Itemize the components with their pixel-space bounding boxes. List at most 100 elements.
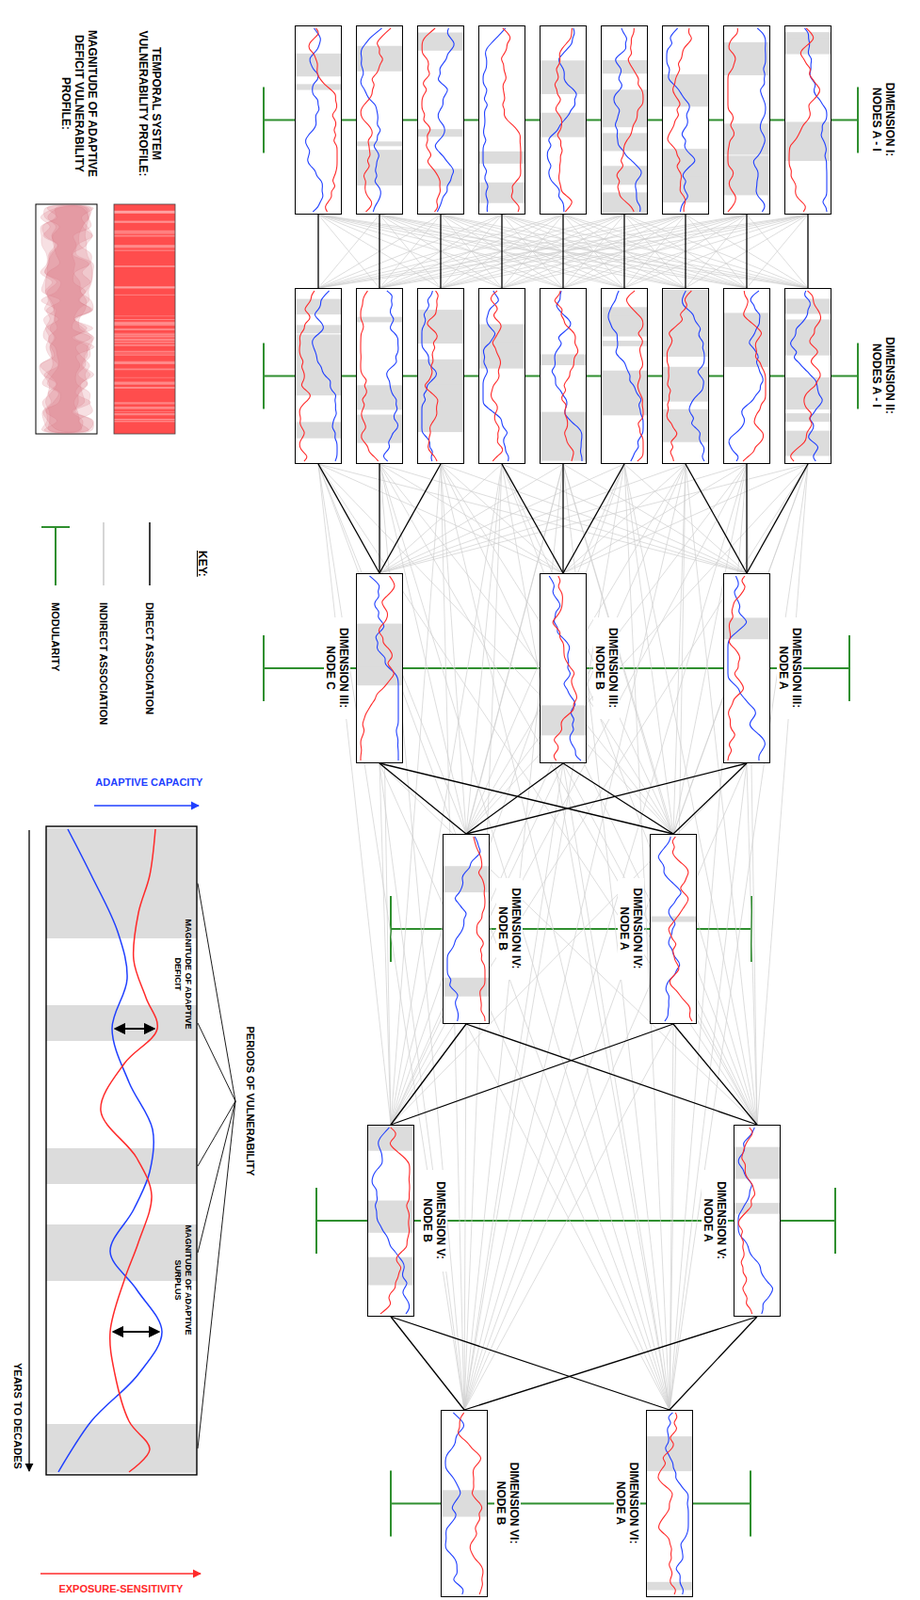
direct-association-line	[318, 464, 380, 574]
vulnerability-band	[539, 705, 587, 736]
adaptive-capacity-curve	[738, 1128, 774, 1315]
legend-sample	[41, 527, 70, 586]
vulnerability-band	[600, 192, 648, 214]
exposure-sensitivity-curve	[424, 290, 438, 462]
vulnerability-band	[478, 151, 526, 164]
exposure-sensitivity-curve	[490, 290, 502, 462]
direct-association-line	[501, 464, 564, 574]
legend-label: INDIRECT ASSOCIATION	[96, 602, 110, 726]
indirect-association-line	[318, 214, 564, 289]
indirect-association-line	[685, 464, 758, 1126]
direct-association-line	[684, 214, 686, 289]
vulnerability-band	[661, 415, 710, 443]
adaptive-capacity-curve	[447, 837, 481, 1022]
swatch-stripe	[113, 338, 176, 342]
swatch-stripe	[113, 210, 176, 213]
swatch-stripe	[113, 387, 176, 388]
plot-ground	[661, 288, 710, 465]
modularity-cap	[389, 1471, 392, 1538]
vulnerability-profile-box	[723, 288, 771, 465]
indirect-association-line	[318, 464, 758, 1126]
swatch-stripe	[113, 351, 176, 354]
indirect-association-line	[624, 214, 747, 289]
vulnerability-profile-box: DIMENSION IV: NODE B	[442, 834, 490, 1025]
vulnerability-profile-box	[478, 25, 526, 215]
swatch-stripe	[113, 287, 176, 290]
indirect-association-line	[624, 214, 747, 289]
indirect-association-line	[466, 464, 502, 835]
exposure-sensitivity-curve	[501, 28, 521, 212]
profile-plot	[661, 288, 710, 465]
indirect-association-line	[746, 214, 808, 289]
swatch-stripe	[113, 334, 176, 337]
adaptive-capacity-curve	[371, 1128, 410, 1315]
profile-plot	[539, 25, 587, 215]
indirect-association-line	[501, 214, 747, 289]
vulnerability-band	[440, 1490, 488, 1518]
profile-plot	[661, 25, 710, 215]
vulnerability-profile-box	[661, 25, 710, 215]
swatch-stripe	[113, 362, 176, 365]
diagram-label: EXPOSURE-SENSITIVITY	[59, 1583, 184, 1597]
swatch-stripe	[113, 230, 176, 233]
adaptive-capacity-curve	[728, 290, 763, 462]
indirect-association-line	[318, 214, 747, 289]
profile-plot	[733, 1125, 781, 1318]
profile-plot	[645, 1410, 694, 1598]
indirect-association-line	[318, 214, 808, 289]
axis-arrow	[40, 1573, 201, 1575]
direct-association-line	[466, 763, 747, 835]
direct-association-line	[746, 464, 808, 574]
swatch-stripe	[113, 355, 176, 356]
exposure-sensitivity-curve	[421, 28, 440, 212]
adaptive-capacity-curve	[383, 290, 399, 462]
indirect-association-line	[379, 464, 686, 574]
vulnerability-profile-box	[294, 25, 342, 215]
swatch-ground	[35, 204, 97, 435]
node-label: DIMENSION III: NODE C	[323, 617, 352, 720]
profile-plot	[355, 25, 404, 215]
profile-plot	[649, 834, 697, 1025]
indirect-association-line	[379, 214, 808, 289]
adaptive-capacity-curve	[551, 290, 582, 462]
legend-sample	[103, 522, 105, 586]
vulnerability-band	[367, 1201, 415, 1234]
profile-plot	[723, 288, 771, 465]
indirect-association-line	[440, 464, 670, 1411]
vulnerability-band	[46, 1424, 197, 1474]
indirect-association-line	[390, 464, 502, 1126]
node-label: DIMENSION V: NODE B	[420, 1170, 449, 1273]
swatch-stripe	[113, 361, 176, 364]
indirect-association-line	[318, 464, 670, 1411]
vulnerability-profile-box	[784, 25, 832, 215]
swatch-stripe	[113, 294, 176, 296]
deficit-cloud	[40, 205, 94, 434]
indirect-association-line	[379, 763, 670, 1411]
vulnerability-profile-box	[417, 288, 465, 465]
swatch-stripe	[113, 383, 176, 386]
vulnerability-profile-box: DIMENSION V: NODE B	[367, 1125, 415, 1318]
vulnerability-band	[417, 129, 465, 137]
indirect-association-line	[673, 464, 686, 835]
vulnerability-profile-box	[661, 288, 710, 465]
vulnerability-band	[417, 168, 465, 186]
vulnerability-band	[417, 359, 465, 375]
swatch-stripe	[113, 231, 176, 234]
profile-plot	[723, 25, 771, 215]
plot-ground	[355, 25, 404, 215]
modularity-cap	[856, 343, 859, 410]
indirect-association-line	[379, 214, 502, 289]
swatch-stripe	[113, 286, 176, 289]
vulnerability-profile-box	[723, 25, 771, 215]
indirect-association-line	[379, 464, 625, 574]
magnitude-arrow	[114, 1028, 155, 1031]
vulnerability-profile-box	[417, 25, 465, 215]
profile-plot	[442, 834, 490, 1025]
indirect-association-line	[746, 763, 758, 1126]
leader-line	[197, 1101, 236, 1450]
direct-association-line	[379, 763, 674, 835]
indirect-association-line	[318, 214, 502, 289]
swatch-stripe	[113, 353, 176, 355]
legend-label: DIRECT ASSOCIATION	[143, 602, 156, 715]
